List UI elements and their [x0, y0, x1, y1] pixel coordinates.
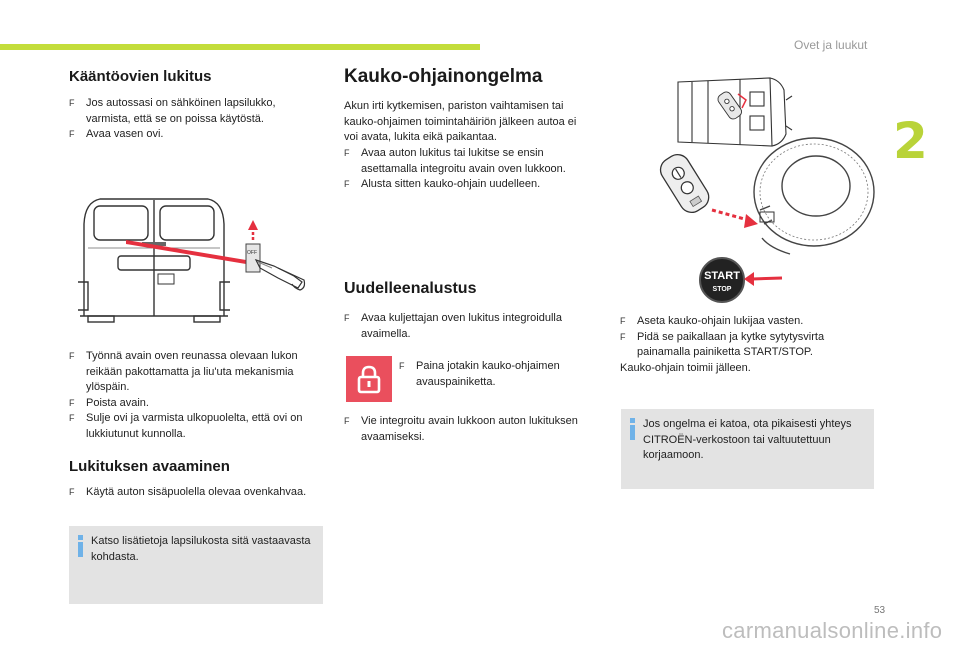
bullet-item: Paina jotakin kauko-ohjaimen avauspainik… — [399, 359, 595, 390]
bullet-item: Avaa kuljettajan oven lukitus integroidu… — [344, 311, 594, 342]
middle-bullet-list: Avaa auton lukitus tai lukitse se ensin … — [344, 146, 594, 193]
bullet-item: Jos autossasi on sähköinen lapsilukko, v… — [69, 96, 319, 127]
info-text: Katso lisätietoja lapsilukosta sitä vast… — [91, 535, 311, 563]
watermark: carmanualsonline.info — [722, 618, 943, 643]
bullet-item: Käytä auton sisäpuolella olevaa ovenkahv… — [69, 485, 319, 501]
chapter-number: 2 — [893, 112, 928, 170]
bullet-item: Sulje ovi ja varmista ulkopuolelta, että… — [69, 411, 321, 442]
remote-reader-illustration: START STOP — [620, 68, 882, 308]
intro-paragraph: Akun irti kytkemisen, pariston vaihtamis… — [344, 100, 577, 143]
unlock-button-icon — [346, 356, 392, 402]
info-icon — [630, 418, 635, 440]
bullet-item: Alusta sitten kauko-ohjain uudelleen. — [344, 177, 594, 193]
bullet-item: Avaa auton lukitus tai lukitse se ensin … — [344, 146, 594, 177]
intro-bullet-list: Jos autossasi on sähköinen lapsilukko, v… — [69, 96, 319, 143]
heading-kaantoovien-lukitus: Kääntöovien lukitus — [69, 68, 212, 85]
off-label: OFF — [247, 250, 257, 256]
bullet-item: Vie integroitu avain lukkoon auton lukit… — [344, 414, 594, 445]
steps-bullet-list: Työnnä avain oven reunassa olevaan lukon… — [69, 349, 321, 442]
bullet-item: Aseta kauko-ohjain lukijaa vasten. — [620, 314, 876, 330]
page-number: 53 — [874, 605, 886, 616]
stop-label: STOP — [713, 286, 732, 293]
van-rear-lock-illustration: OFF — [68, 188, 316, 323]
reset-bullet-list: Avaa kuljettajan oven lukitus integroidu… — [344, 311, 594, 342]
heading-lukituksen-avaaminen: Lukituksen avaaminen — [69, 458, 230, 475]
unlock-bullet-list: Käytä auton sisäpuolella olevaa ovenkahv… — [69, 485, 319, 501]
bullet-item: Poista avain. — [69, 396, 321, 412]
bullet-item: Työnnä avain oven reunassa olevaan lukon… — [69, 349, 321, 396]
section-title: Ovet ja luukut — [794, 38, 868, 52]
heading-kauko-ohjainongelma: Kauko-ohjainongelma — [344, 66, 543, 87]
bullet-item: Avaa vasen ovi. — [69, 127, 319, 143]
padlock-icon — [357, 365, 381, 394]
info-text: Jos ongelma ei katoa, ota pikaisesti yht… — [643, 418, 852, 461]
info-icon — [78, 535, 83, 557]
heading-uudelleenalustus: Uudelleenalustus — [344, 280, 477, 297]
info-box-right: Jos ongelma ei katoa, ota pikaisesti yht… — [621, 409, 874, 489]
lock-icon-bullet-list: Paina jotakin kauko-ohjaimen avauspainik… — [399, 359, 595, 390]
header-accent-bar — [0, 44, 480, 50]
right-bullet-list: Aseta kauko-ohjain lukijaa vasten. Pidä … — [620, 314, 876, 361]
info-box-left: Katso lisätietoja lapsilukosta sitä vast… — [69, 526, 323, 604]
bullet-item: Pidä se paikallaan ja kytke sytytysvirta… — [620, 330, 876, 361]
final-bullet-list: Vie integroitu avain lukkoon auton lukit… — [344, 414, 594, 445]
start-label: START — [704, 270, 740, 282]
result-text: Kauko-ohjain toimii jälleen. — [620, 362, 751, 374]
